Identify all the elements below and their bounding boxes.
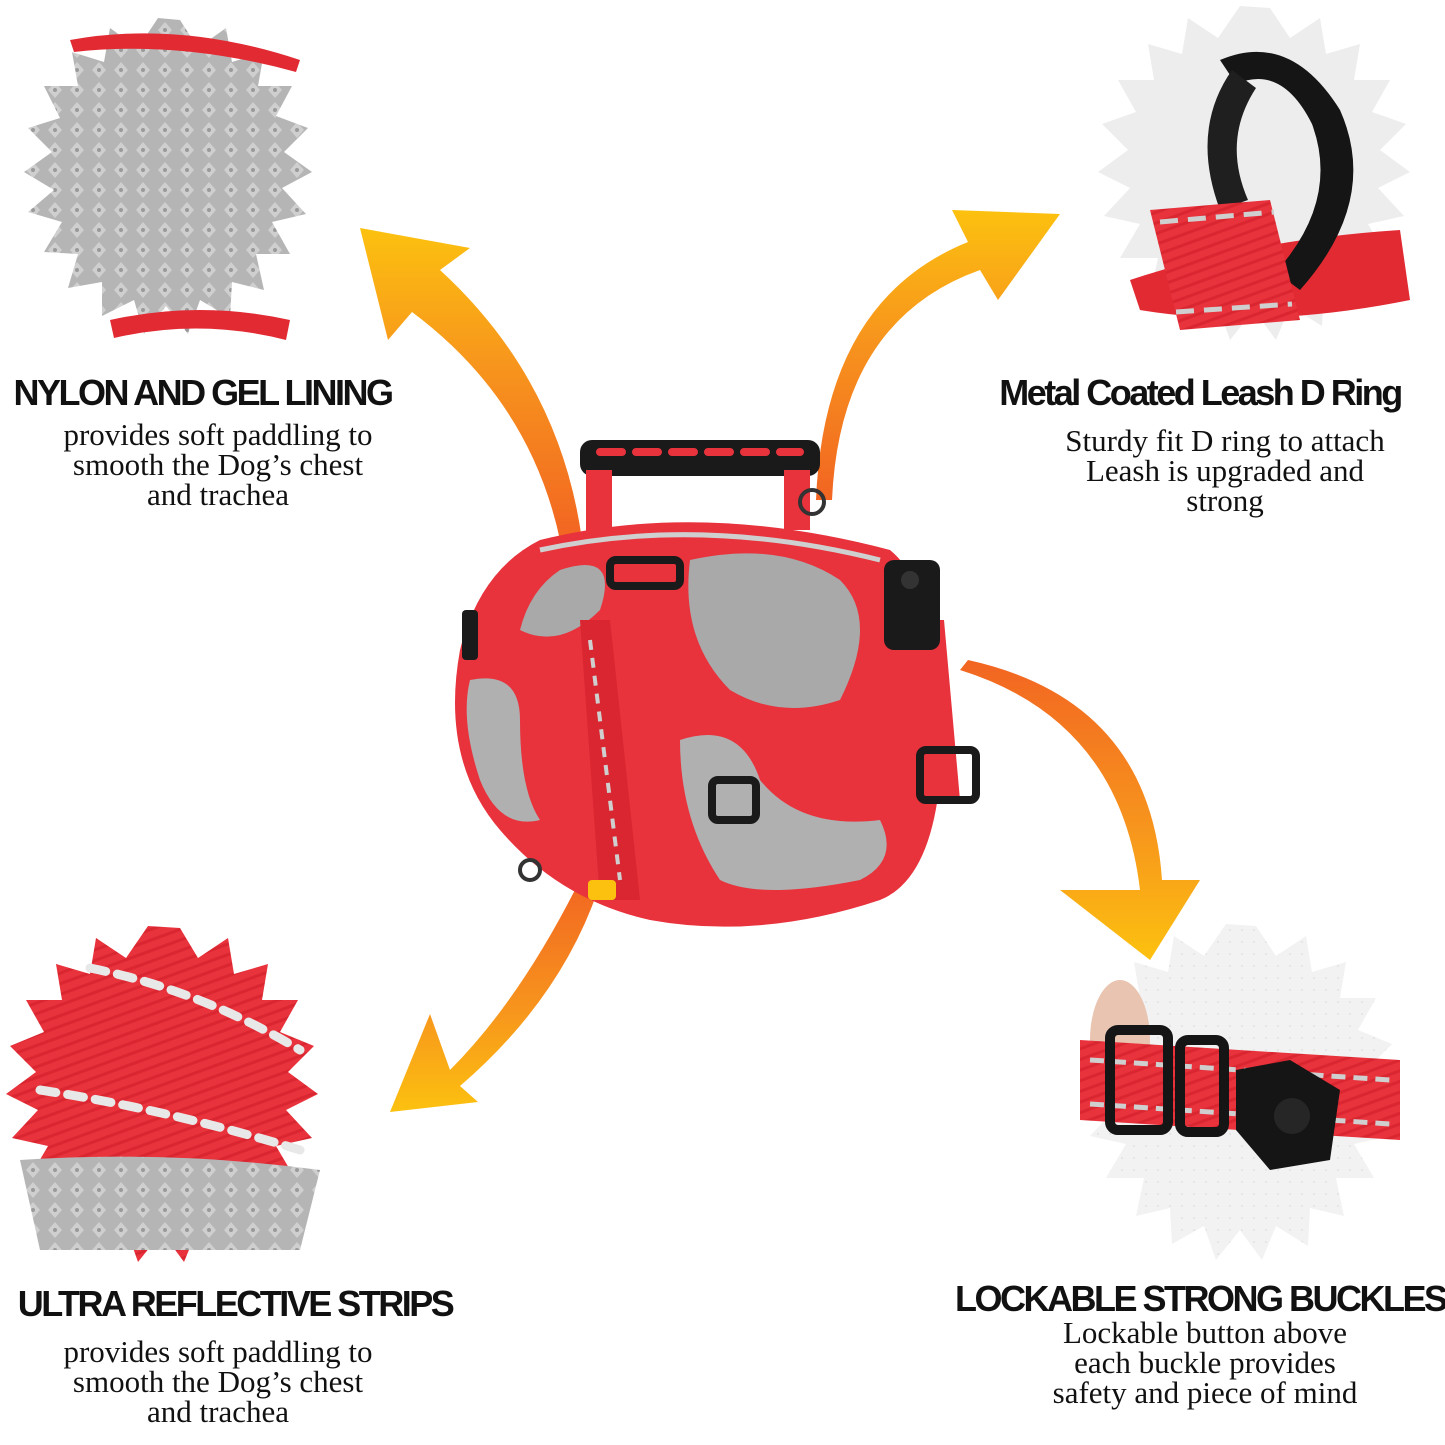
reflective-stitch-bottom: [35, 1085, 305, 1155]
dog-harness-product: [455, 440, 980, 927]
mesh-lining-image: [24, 18, 312, 334]
arrow-to-bottom-right: [960, 660, 1200, 960]
left-leg-opening: [466, 678, 540, 822]
strap-adjuster-side: [916, 746, 980, 804]
reflective-strips-badge: [6, 926, 320, 1262]
d-ring-description: Sturdy fit D ring to attach Leash is upg…: [1065, 423, 1385, 518]
arrow-to-bottom-left: [390, 880, 598, 1112]
side-strap: [916, 620, 960, 800]
red-edge-top: [70, 33, 300, 72]
handle-strap-right: [784, 470, 810, 530]
slider-buckle-1: [1105, 1025, 1173, 1135]
arrow-to-top-left: [360, 228, 582, 540]
strap-adjuster-top: [606, 556, 684, 590]
chest-strap: [580, 620, 640, 900]
strap-adjuster-chest: [708, 776, 760, 824]
strap-clip-left: [462, 610, 478, 660]
d-ring-loop-left: [1207, 70, 1256, 210]
left-mesh-panel: [520, 565, 605, 637]
bottom-d-ring: [518, 858, 542, 882]
leash-d-ring: [798, 488, 826, 516]
slider-buckle-2: [1175, 1035, 1229, 1137]
nylon-lining-description: provides soft paddling to smooth the Dog…: [63, 417, 373, 512]
arrow-to-top-right: [816, 210, 1060, 500]
nylon-lining-badge: [24, 18, 312, 340]
reflective-stitch-top: [85, 963, 305, 1055]
chest-leg-opening: [680, 735, 887, 890]
brand-tag: [588, 880, 616, 900]
buckles-description: Lockable button above each buckle provid…: [1052, 1315, 1358, 1410]
side-buckle: [884, 560, 940, 650]
red-edge-bottom: [110, 310, 290, 340]
reflective-strips-title: ULTRA REFLECTIVE STRIPS: [17, 1283, 455, 1324]
inner-mesh-panel: [688, 553, 860, 708]
webbing-strap: [1150, 200, 1300, 330]
buckle-badge: [1080, 924, 1400, 1260]
buckle-lock-button: [901, 571, 919, 589]
d-ring-title: Metal Coated Leash D Ring: [999, 372, 1403, 413]
gray-lining-edge: [20, 1156, 320, 1250]
reflective-strips-description: provides soft paddling to smooth the Dog…: [63, 1334, 373, 1429]
buckles-title: LOCKABLE STRONG BUCKLES: [955, 1278, 1445, 1319]
d-ring-badge: [1098, 6, 1410, 340]
nylon-lining-title: NYLON AND GEL LINING: [13, 372, 394, 413]
d-ring-loop: [1220, 51, 1354, 291]
lock-button: [1274, 1098, 1310, 1134]
